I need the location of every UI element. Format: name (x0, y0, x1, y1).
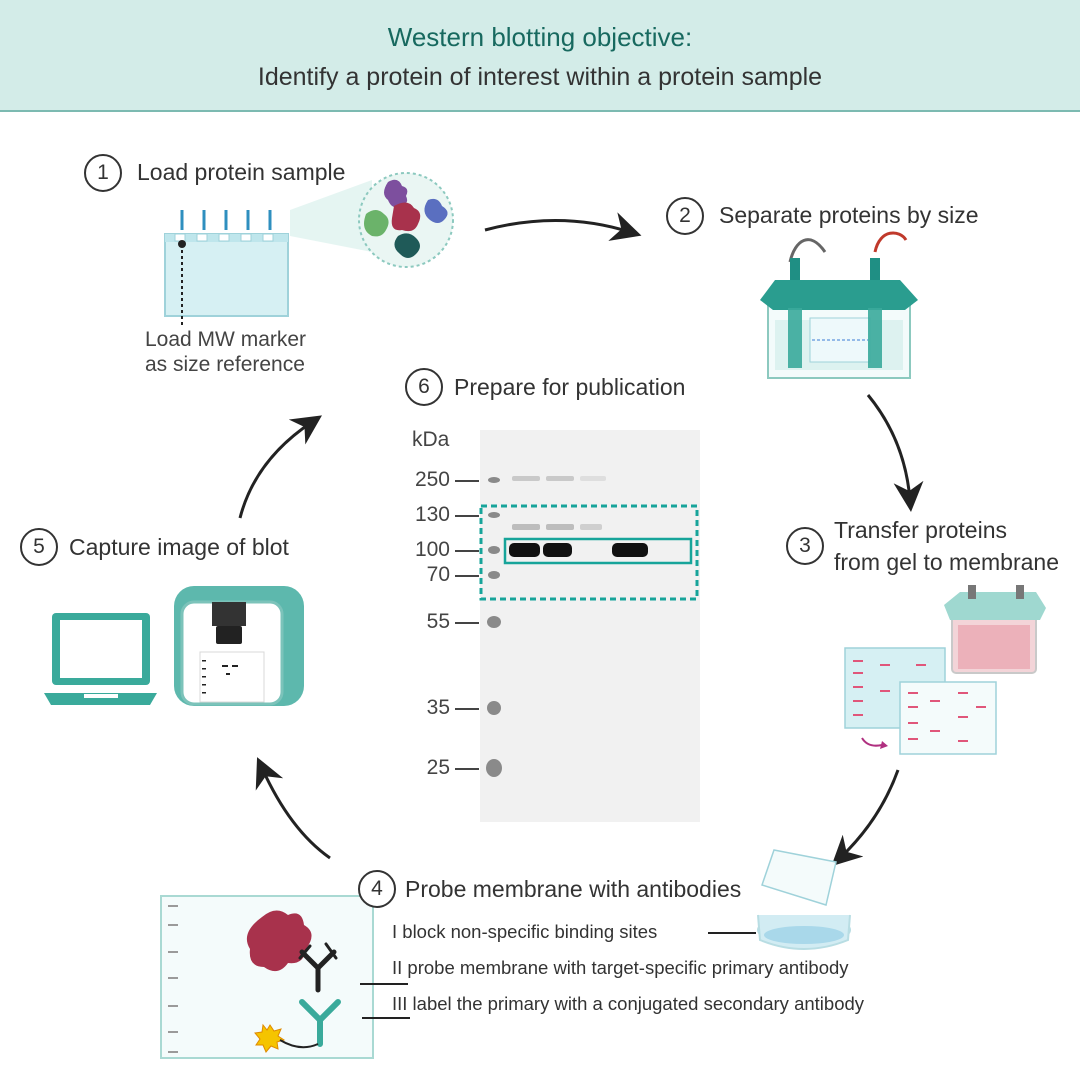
marker-dot (178, 240, 186, 248)
zoom-beam (290, 180, 372, 252)
marker-note-line1: Load MW marker (145, 328, 307, 351)
ladder-lane (486, 477, 502, 777)
gel-icon (164, 233, 289, 317)
region-box (479, 504, 699, 601)
mw-tick (455, 708, 479, 710)
cycle-arrows (238, 212, 924, 867)
marker-note: Load MW marker as size reference (145, 327, 306, 377)
faint-bands (512, 476, 606, 530)
step-1-title: Load protein sample (137, 159, 346, 185)
mw-label-25: 25 (426, 756, 450, 779)
step-4-number: 4 (358, 870, 396, 908)
mw-label-130: 130 (414, 503, 450, 526)
header-banner: Western blotting objective: Identify a p… (0, 0, 1080, 112)
probe-step-3: III label the primary with a conjugated … (392, 993, 865, 1014)
step-2-number: 2 (666, 197, 704, 235)
header-title: Western blotting objective: (387, 22, 693, 52)
step-3-title-line1: Transfer proteins (834, 517, 1007, 543)
membrane-icon (844, 647, 997, 755)
step-3-title-line2: from gel to membrane (834, 549, 1059, 575)
step-5-title: Capture image of blot (69, 534, 289, 560)
mw-tick (455, 768, 479, 770)
transfer-tank-icon (944, 585, 1046, 674)
header-subtitle: Identify a protein of interest within a … (257, 63, 823, 91)
mw-label-250: 250 (414, 468, 450, 491)
step-3-number: 3 (786, 527, 824, 565)
mw-label-55: 55 (426, 610, 450, 633)
fluorophore-icon (254, 1023, 319, 1053)
tray-icon (757, 849, 851, 950)
step-2-title: Separate proteins by size (719, 202, 979, 228)
mw-tick (455, 480, 479, 482)
target-bands (509, 543, 648, 557)
mw-label-35: 35 (426, 696, 450, 719)
mw-label-100: 100 (414, 538, 450, 561)
probe-leader-lines (360, 932, 756, 1019)
probe-step-1: I block non-specific binding sites (392, 921, 658, 942)
band-box (503, 537, 693, 565)
laptop-icon (44, 613, 157, 705)
mw-tick (455, 575, 479, 577)
electrophoresis-tank-icon (760, 231, 918, 379)
step-1-number: 1 (84, 154, 122, 192)
marker-note-line2: as size reference (145, 353, 305, 376)
mw-tick (455, 515, 479, 517)
step-6-number: 6 (405, 368, 443, 406)
mw-tick (455, 622, 479, 624)
pipette-icon (180, 210, 272, 230)
step-4-title: Probe membrane with antibodies (405, 876, 742, 902)
blot-unit-label: kDa (412, 428, 450, 451)
protein-cluster-icon (358, 172, 454, 268)
mw-tick (455, 550, 479, 552)
blot-image (479, 430, 700, 822)
mw-label-70: 70 (426, 563, 450, 586)
imager-icon (174, 586, 304, 706)
antibody-icon (298, 942, 341, 1047)
probe-step-2: II probe membrane with target-specific p… (392, 957, 849, 978)
step-6-title: Prepare for publication (454, 374, 686, 400)
step-5-number: 5 (20, 528, 58, 566)
